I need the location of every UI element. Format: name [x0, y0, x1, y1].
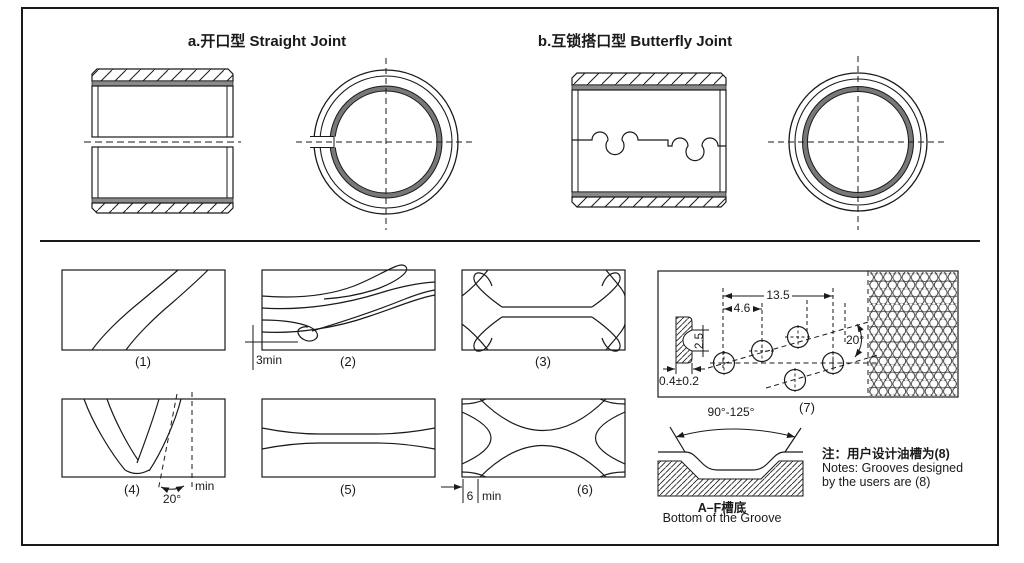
dim-0_4-lines: [663, 363, 705, 374]
groove-panel-3: [461, 269, 626, 352]
dim-min-p6: min: [482, 489, 502, 503]
dim-20deg-p7: 20°: [846, 333, 865, 347]
panel-label-4: (4): [124, 482, 140, 497]
panel-label-2: (2): [340, 354, 356, 369]
panel-label-3: (3): [535, 354, 551, 369]
note-line-en1: Notes: Grooves designed: [822, 461, 964, 475]
panel-label-5: (5): [340, 482, 356, 497]
butterfly-joint-front-view: [768, 56, 948, 230]
groove-panel-4: [61, 392, 226, 494]
dim-angle-range: 90°-125°: [707, 405, 755, 419]
note-line-zh: 注：用户设计油槽为(8): [822, 447, 950, 461]
note-line-en2: by the users are (8): [822, 475, 931, 489]
extension-lines: [722, 288, 846, 368]
section-b-title: b.互锁搭口型 Butterfly Joint: [537, 33, 733, 50]
groove-panel-5: [261, 398, 436, 478]
section-a-title: a.开口型 Straight Joint: [187, 33, 347, 50]
dim-3min-lines: [245, 325, 298, 370]
angle-arc: [160, 485, 185, 494]
groove-panel-1: [61, 269, 226, 351]
dim-20deg-p4: 20°: [162, 492, 182, 506]
dim-13-5: 13.5: [764, 288, 792, 302]
panel-label-7: (7): [799, 400, 815, 415]
angle-reference-line: [157, 393, 178, 492]
straight-joint-side-view: [84, 68, 241, 214]
figure-border: [21, 7, 999, 546]
groove-panel-6: [441, 398, 626, 503]
panel-label-1: (1): [135, 354, 151, 369]
butterfly-seam: [572, 131, 726, 162]
dim-6min-lines: [441, 479, 479, 503]
dimple-circles: [712, 325, 845, 392]
dim-min-p4: min: [195, 479, 215, 493]
groove-panel-7: [657, 270, 959, 398]
construction-lines: [707, 320, 879, 389]
dim-0-4: 0.4±0.2: [659, 374, 699, 388]
groove-bottom-label-zh: A–F槽底: [697, 501, 747, 515]
split-gap: [309, 136, 336, 148]
groove-bottom-label-en: Bottom of the Groove: [662, 511, 782, 525]
dim-2-5: 2.5: [694, 333, 706, 349]
panel-label-6: (6): [577, 482, 593, 497]
butterfly-joint-side-view: [571, 72, 727, 208]
dim-4-6: 4.6: [732, 301, 752, 315]
dimple-cross-section: [675, 316, 693, 364]
dimple-texture: [869, 272, 957, 396]
straight-joint-front-view: [296, 58, 476, 230]
groove-panel-2: [245, 264, 436, 370]
groove-angle-arc: [675, 428, 796, 438]
dim-6: 6: [466, 489, 474, 503]
dim-3min: 3min: [256, 353, 283, 367]
dim-2_5-lines: [692, 325, 709, 357]
angle-arc: [854, 323, 864, 358]
groove-bottom-section: [657, 426, 804, 497]
